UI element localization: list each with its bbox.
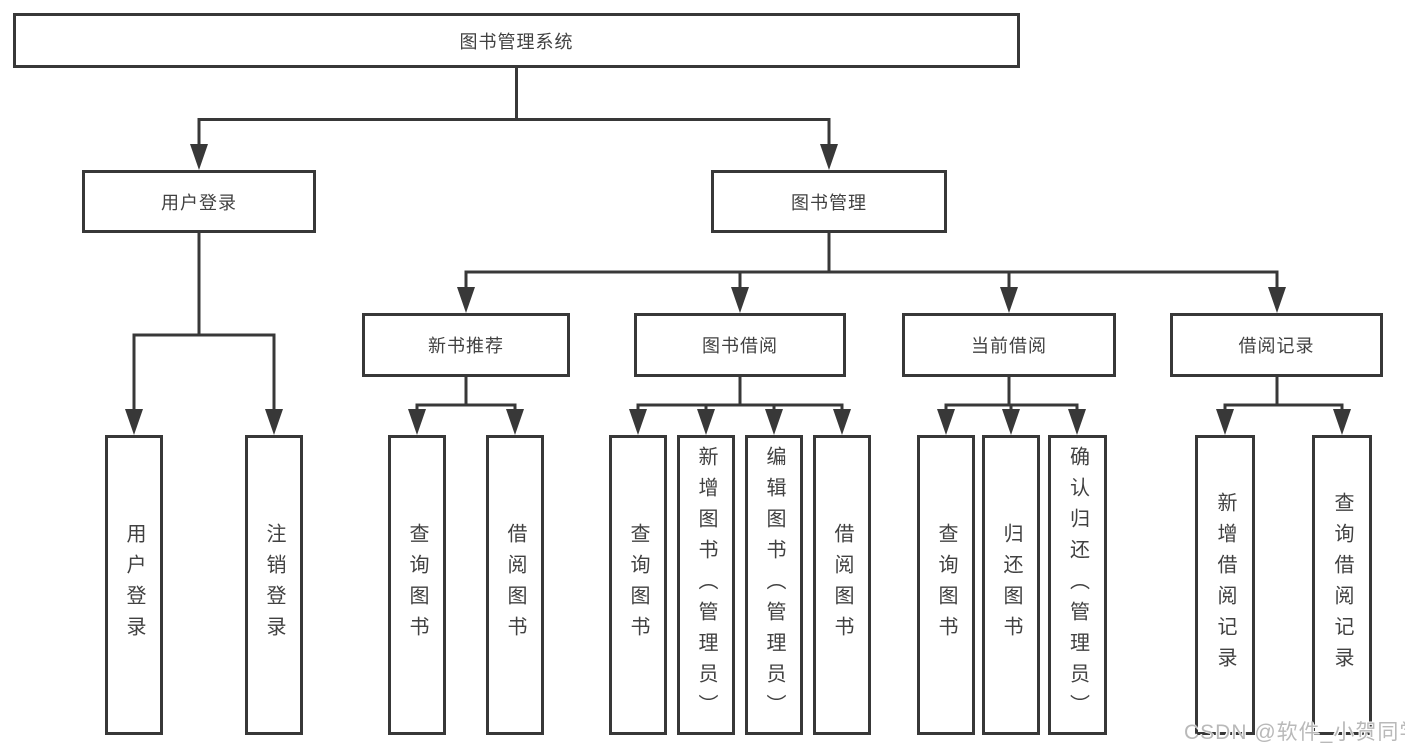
node-new-book-recommend: 新书推荐 [362,313,570,377]
leaf-current-confirm-return-admin-label: 确认归还（管理员） [1066,445,1089,725]
connector-login-to-leaves [125,233,283,435]
node-borrow-records: 借阅记录 [1170,313,1383,377]
node-current-borrow-label: 当前借阅 [971,336,1047,356]
leaf-current-query-books-label: 查询图书 [935,523,957,647]
connector-recommend-to-leaves [408,377,524,435]
leaf-borrow-query-books-label: 查询图书 [627,523,649,647]
leaf-user-login: 用户登录 [105,435,163,735]
leaf-borrow-edit-books-admin: 编辑图书（管理员） [745,435,803,735]
node-user-login-label: 用户登录 [161,192,237,213]
leaf-current-query-books: 查询图书 [917,435,975,735]
leaf-borrow-add-books-admin-label: 新增图书（管理员） [695,445,717,725]
connector-root-to-level2 [190,68,838,170]
leaf-records-query-record-label: 查询借阅记录 [1331,492,1353,678]
leaf-recommend-query-books-label: 查询图书 [406,523,428,647]
leaf-logout-label: 注销登录 [263,523,285,647]
leaf-borrow-query-books: 查询图书 [609,435,667,735]
leaf-records-add-record-label: 新增借阅记录 [1214,492,1236,678]
node-borrow-records-label: 借阅记录 [1238,336,1315,356]
leaf-borrow-edit-books-admin-label: 编辑图书（管理员） [763,445,785,725]
leaf-current-return-books-label: 归还图书 [1000,523,1022,647]
connector-current-to-leaves [937,377,1086,435]
watermark: CSDN @软件_小贺同学 [1184,721,1405,744]
node-current-borrow: 当前借阅 [902,313,1116,377]
leaf-recommend-query-books: 查询图书 [388,435,446,735]
node-user-login: 用户登录 [82,170,316,233]
leaf-borrow-add-books-admin: 新增图书（管理员） [677,435,735,735]
node-book-borrow-label: 图书借阅 [702,336,778,356]
node-book-management: 图书管理 [711,170,947,233]
leaf-current-return-books: 归还图书 [982,435,1040,735]
leaf-recommend-borrow-books: 借阅图书 [486,435,544,735]
leaf-logout: 注销登录 [245,435,303,735]
connector-records-to-leaves [1216,377,1351,435]
leaf-user-login-label: 用户登录 [123,523,145,647]
leaf-records-query-record: 查询借阅记录 [1312,435,1372,735]
node-new-book-recommend-label: 新书推荐 [428,336,504,356]
connector-management-to-level3 [457,233,1286,313]
leaf-borrow-borrow-books: 借阅图书 [813,435,871,735]
leaf-borrow-borrow-books-label: 借阅图书 [831,523,853,647]
node-root: 图书管理系统 [13,13,1020,68]
leaf-current-confirm-return-admin: 确认归还（管理员） [1048,435,1107,735]
leaf-records-add-record: 新增借阅记录 [1195,435,1255,735]
leaf-recommend-borrow-books-label: 借阅图书 [504,523,526,647]
node-book-borrow: 图书借阅 [634,313,846,377]
connector-borrow-to-leaves [629,377,851,435]
node-book-management-label: 图书管理 [791,192,867,213]
node-root-label: 图书管理系统 [459,31,574,52]
